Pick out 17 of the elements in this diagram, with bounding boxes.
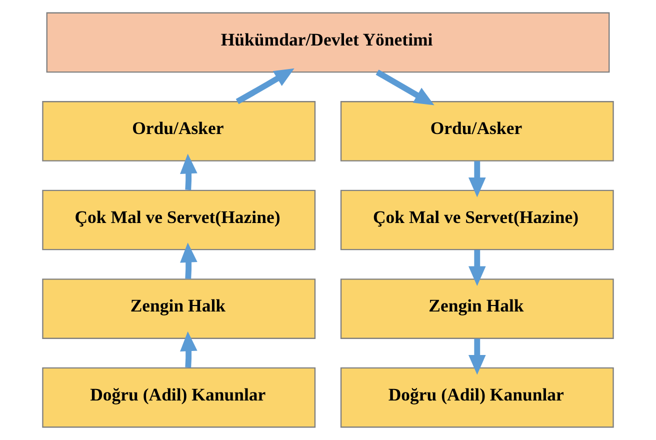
node-box: Ordu/Asker bbox=[340, 101, 614, 162]
node-box: Doğru (Adil) Kanunlar bbox=[42, 367, 316, 428]
arrow bbox=[180, 154, 198, 190]
arrow bbox=[468, 250, 486, 286]
node-box: Çok Mal ve Servet(Hazine) bbox=[340, 190, 614, 250]
arrow bbox=[376, 70, 434, 106]
node-box: Zengin Halk bbox=[42, 278, 316, 339]
arrow bbox=[180, 242, 198, 279]
arrow bbox=[468, 161, 486, 198]
node-box: Hükümdar/Devlet Yönetimi bbox=[46, 12, 610, 73]
node-box: Doğru (Adil) Kanunlar bbox=[340, 367, 614, 428]
node-box: Zengin Halk bbox=[340, 278, 614, 339]
node-box: Ordu/Asker bbox=[42, 101, 316, 162]
arrow bbox=[468, 338, 486, 375]
node-box: Çok Mal ve Servet(Hazine) bbox=[42, 190, 316, 250]
arrow bbox=[180, 331, 198, 368]
arrow bbox=[236, 68, 294, 104]
